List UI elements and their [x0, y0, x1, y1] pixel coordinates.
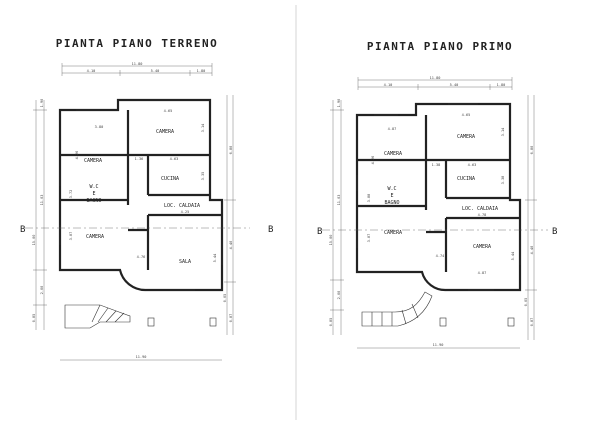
outer-walls: [58, 98, 224, 292]
room-sala: SALA: [179, 259, 191, 265]
room-wc: W.C: [89, 184, 98, 190]
dim-loc-caldaia-w: 4.78: [478, 213, 487, 217]
plan-title: PIANTA PIANO PRIMO: [367, 40, 513, 53]
room-camera-bottom-right: CAMERA: [473, 244, 491, 250]
top-dimension-chain: 11.80 4.10 5.40 1.80: [357, 76, 513, 90]
dim-wc-w: 1.38: [432, 163, 441, 167]
room-bagno: BAGNO: [384, 200, 399, 206]
dim-camera-bottom-left-h: 3.87: [367, 234, 371, 243]
room-cucina: CUCINA: [457, 176, 475, 182]
room-camera-left: CAMERA: [84, 158, 102, 164]
dim-cucina-h: 3.35: [201, 172, 205, 181]
dim-top-c: 1.80: [197, 69, 206, 73]
plan-title: PIANTA PIANO TERRENO: [56, 37, 218, 50]
dim-left-c: 0.85: [329, 318, 333, 327]
inner-walls: [60, 110, 222, 270]
room-cucina: CUCINA: [161, 176, 179, 182]
column-1: [439, 317, 447, 327]
room-wc: W.C: [387, 186, 396, 192]
dim-cucina-h: 3.38: [501, 176, 505, 185]
dim-left-total: 15.00: [32, 235, 36, 246]
dim-left-a: 11.03: [40, 195, 44, 206]
dim-top-total: 11.80: [132, 62, 143, 66]
dim-camera-top-right-h: 3.14: [501, 128, 505, 137]
dim-right-a: 6.80: [530, 146, 534, 155]
dim-camera-left-w: 4.87: [388, 127, 397, 131]
dim-camera-bottom-right-b: 4.87: [478, 271, 487, 275]
section-label-right: B: [552, 227, 557, 237]
column-1: [147, 317, 155, 327]
dim-cucina-w: 4.63: [468, 163, 477, 167]
dim-left-c: 0.85: [32, 314, 36, 323]
dim-left-tick: 1.90: [337, 99, 341, 108]
room-camera-left: CAMERA: [384, 151, 402, 157]
dim-right-a: 6.80: [229, 146, 233, 155]
column-2: [209, 317, 217, 327]
room-camera-top-right: CAMERA: [457, 134, 475, 140]
dim-camera-left-h: 4.26: [371, 156, 375, 165]
room-camera-bottom-left: CAMERA: [86, 234, 104, 240]
dim-bottom-total: 11.90: [136, 355, 147, 359]
right-dimension-chain: 6.80 4.40 0.05 0.87: [524, 95, 537, 340]
dim-top-a: 4.10: [87, 69, 96, 73]
dim-top-a: 4.10: [384, 83, 393, 87]
dim-left-a: 11.03: [337, 195, 341, 206]
dim-right-b: 4.40: [530, 246, 534, 255]
right-dimension-chain: 6.80 4.40 0.05 0.87: [223, 95, 236, 335]
dim-camera-bottom-right-w: 4.74: [436, 254, 445, 258]
dim-left-b: 2.00: [337, 291, 341, 300]
top-dimension-chain: 11.80 4.10 5.40 1.80: [61, 62, 213, 76]
section-label-right: B: [268, 225, 273, 235]
dim-sala-w: 4.76: [137, 255, 146, 259]
room-camera-top-right: CAMERA: [156, 129, 174, 135]
left-dimension-chain: 15.00 11.03 2.00 0.85 1.90: [32, 99, 47, 330]
section-label-left: B: [317, 227, 322, 237]
dim-left-total: 15.00: [329, 235, 333, 246]
dim-right-c: 0.05: [223, 294, 227, 303]
inner-walls: [357, 115, 520, 272]
dim-right-d: 0.87: [229, 314, 233, 323]
dim-top-b: 5.40: [151, 69, 160, 73]
ground-floor-plan: PIANTA PIANO TERRENO 11.80 4.10 5.40 1.8…: [20, 37, 273, 361]
dim-wc-h: 3.72: [69, 190, 73, 199]
left-dimension-chain: 15.00 11.03 2.00 0.85 1.90: [329, 99, 344, 335]
room-loc-caldaia: LOC. CALDAIA: [164, 203, 200, 209]
dim-top-c: 1.80: [497, 83, 506, 87]
dim-sala-h: 5.44: [213, 254, 217, 263]
room-loc-caldaia: LOC. CALDAIA: [462, 206, 498, 212]
dim-right-d: 0.87: [530, 318, 534, 327]
room-wc-and: E: [92, 191, 95, 197]
dim-cucina-w: 4.63: [170, 157, 179, 161]
dim-left-b: 2.00: [40, 286, 44, 295]
balcony-stair: [361, 291, 433, 327]
dim-top-total: 11.80: [430, 76, 441, 80]
dim-camera-left-w: 3.80: [95, 125, 104, 129]
dim-loc-caldaia-w: 4.25: [181, 210, 190, 214]
dim-left-tick: 1.90: [40, 99, 44, 108]
dim-wc-w: 1.36: [135, 157, 144, 161]
outer-walls: [355, 102, 522, 292]
dim-camera-top-right-w: 4.65: [462, 113, 471, 117]
room-wc-and: E: [390, 193, 393, 199]
column-2: [507, 317, 515, 327]
dim-camera-top-right-h: 3.14: [201, 124, 205, 133]
dim-right-b: 4.40: [229, 241, 233, 250]
window-marks: [59, 99, 223, 291]
dim-top-b: 5.40: [450, 83, 459, 87]
dim-camera-left-h: 4.26: [75, 151, 79, 160]
dim-camera-bottom-right-h: 5.44: [511, 252, 515, 261]
external-stair: [64, 304, 131, 329]
first-floor-plan: PIANTA PIANO PRIMO 11.80 4.10 5.40 1.80 …: [317, 40, 557, 349]
dim-right-c: 0.05: [524, 298, 528, 307]
dim-wc-h: 3.88: [367, 194, 371, 203]
window-marks: [356, 103, 521, 291]
dim-camera-top-right-w: 4.65: [164, 109, 173, 113]
dim-bottom-total: 11.90: [433, 343, 444, 347]
room-camera-bottom-left: CAMERA: [384, 230, 402, 236]
section-label-left: B: [20, 225, 25, 235]
room-bagno: BAGNO: [86, 198, 101, 204]
dim-camera-bottom-left-h: 3.87: [69, 232, 73, 241]
